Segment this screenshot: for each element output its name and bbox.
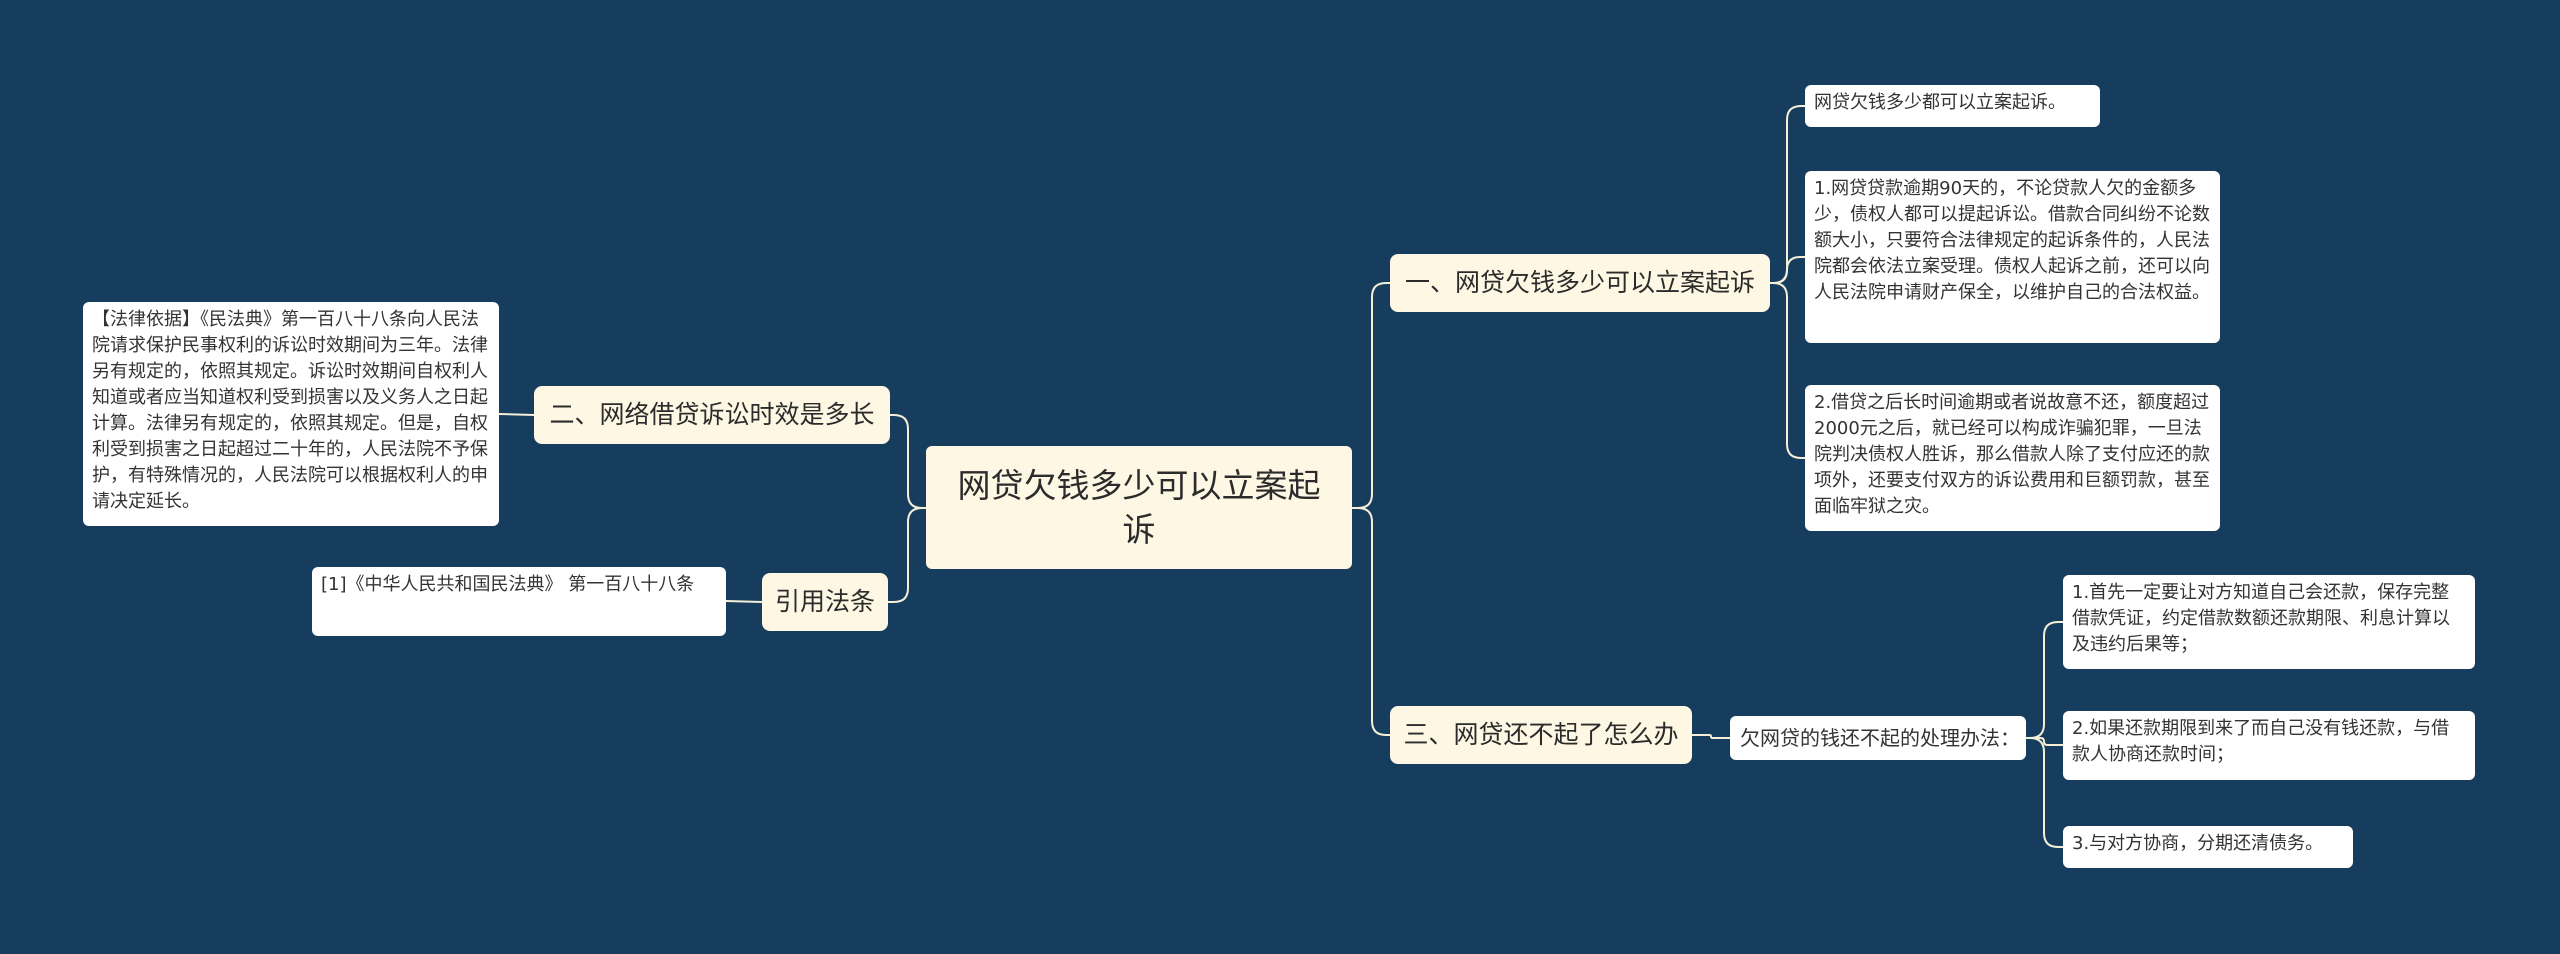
branch-cannot-repay[interactable]: 三、网贷还不起了怎么办 (1390, 706, 1692, 764)
branch-how-much-to-sue[interactable]: 一、网贷欠钱多少可以立案起诉 (1390, 254, 1770, 312)
connector-b4-0 (725, 600, 763, 603)
connector-b3-mid-1 (2026, 737, 2063, 746)
leaf-negotiate-time[interactable]: 2.如果还款期限到来了而自己没有钱还款，与借款人协商还款时间； (2063, 711, 2475, 780)
connector-b1-2 (1770, 282, 1805, 459)
branch-label: 一、网贷欠钱多少可以立案起诉 (1405, 268, 1756, 297)
leaf-legal-basis[interactable]: 【法律依据】《民法典》第一百八十八条向人民法院请求保护民事权利的诉讼时效期间为三… (83, 302, 499, 526)
branch-label: 二、网络借贷诉讼时效是多长 (549, 400, 875, 429)
branch-label: 引用法条 (775, 587, 876, 616)
subtopic-handling-methods[interactable]: 欠网贷的钱还不起的处理办法： (1730, 716, 2026, 760)
connector-root-right-1 (1352, 507, 1390, 736)
branch-label: 三、网贷还不起了怎么办 (1403, 720, 1679, 749)
connector-b3-0 (1692, 734, 1730, 739)
connector-root-right-0 (1352, 282, 1390, 509)
leaf-over-2000-fraud[interactable]: 2.借贷之后长时间逾期或者说故意不还，额度超过2000元之后，就已经可以构成诈骗… (1805, 385, 2220, 531)
leaf-show-willingness[interactable]: 1.首先一定要让对方知道自己会还款，保存完整借款凭证，约定借款数额还款期限、利息… (2063, 575, 2475, 669)
branch-statute-of-limitations[interactable]: 二、网络借贷诉讼时效是多长 (534, 386, 890, 444)
leaf-any-amount[interactable]: 网贷欠钱多少都可以立案起诉。 (1805, 85, 2100, 127)
branch-cited-law[interactable]: 引用法条 (762, 573, 888, 631)
leaf-installments[interactable]: 3.与对方协商，分期还清债务。 (2063, 826, 2353, 868)
connector-b3-mid-0 (2026, 621, 2063, 739)
connector-root-left-0 (890, 414, 926, 509)
connector-b1-0 (1770, 105, 1805, 284)
connector-root-left-1 (888, 507, 926, 603)
root-topic-label: 网贷欠钱多少可以立案起诉 (957, 465, 1321, 549)
connector-b2-0 (498, 413, 535, 416)
root-topic[interactable]: 网贷欠钱多少可以立案起诉 (926, 446, 1352, 569)
leaf-overdue-90-days[interactable]: 1.网贷贷款逾期90天的，不论贷款人欠的金额多少，债权人都可以提起诉讼。借款合同… (1805, 171, 2220, 343)
connector-b1-1 (1770, 256, 1805, 284)
connector-b3-mid-2 (2026, 737, 2063, 848)
leaf-civil-code-188[interactable]: [1]《中华人民共和国民法典》 第一百八十八条 (312, 567, 726, 636)
